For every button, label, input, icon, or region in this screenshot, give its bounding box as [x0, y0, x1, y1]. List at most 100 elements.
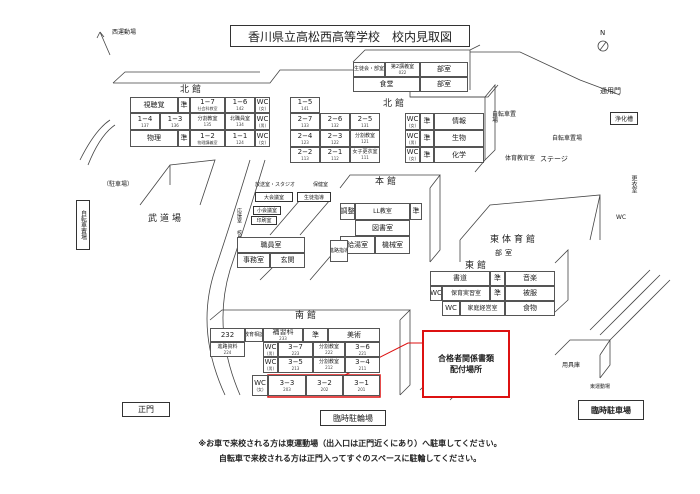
printing-room: 印刷室: [251, 216, 277, 225]
room-name: 進路指導: [330, 247, 347, 254]
room-name: 1−1: [232, 131, 248, 140]
east-gym-label: 東体育館: [490, 235, 539, 245]
notice-line-1: 合格者関係書類: [438, 354, 494, 363]
room-name: 2−2: [297, 148, 313, 156]
room-number: 211: [358, 366, 367, 371]
room-32: 準: [420, 147, 434, 163]
compass-north-label: N: [600, 29, 606, 37]
room-number: 111: [361, 155, 369, 160]
room-name: 1−4: [137, 114, 153, 123]
gym-club-room-label: 部室: [495, 249, 515, 257]
room-46: 事務室: [237, 253, 270, 268]
room-number: 物理講義室: [197, 139, 218, 145]
room-54: 準: [490, 286, 505, 301]
room-name: 北職員室: [229, 115, 250, 122]
main-hall-label: 本館: [375, 177, 400, 187]
room-number: 224: [223, 349, 232, 355]
guidance-room: 生徒指導: [297, 192, 331, 202]
room-name: 部室: [437, 65, 451, 73]
room-number: 213: [291, 366, 300, 371]
room-number: (女): [258, 139, 267, 145]
room-name: WC: [254, 378, 266, 387]
room-number: 122: [331, 139, 339, 145]
room-number: (女): [258, 106, 267, 111]
room-name: 視聴覚: [143, 100, 165, 109]
room-name: WC: [406, 131, 419, 140]
room-name: 玄関: [280, 256, 295, 264]
room-4: WC(女): [255, 97, 270, 113]
room-11: 準: [178, 130, 190, 147]
room-name: 職員室: [260, 240, 282, 249]
room-name: 図書室: [372, 223, 393, 232]
room-name: WC: [256, 98, 269, 106]
room-name: 分割教室: [354, 132, 375, 139]
room-name: 1−7: [200, 98, 215, 106]
room-34: 生徒会・部室: [353, 62, 385, 77]
room-number: 123: [301, 139, 309, 145]
room-name: 3−7: [288, 342, 303, 351]
room-name: 食物: [523, 304, 537, 312]
room-name: 美術: [347, 330, 361, 339]
north-hall-east-label: 北館: [383, 99, 408, 109]
room-name: 準: [312, 330, 319, 339]
budojo-label: 武道場: [148, 214, 185, 224]
room-52: WC: [430, 286, 442, 301]
room-name: 事務室: [243, 256, 264, 264]
room-26: 準: [420, 113, 434, 130]
room-30: 生物: [434, 130, 484, 147]
temp-bike-parking-label: 臨時駐輪場: [320, 410, 386, 426]
room-name: 1−2: [200, 131, 215, 140]
room-name: WC: [264, 358, 277, 366]
room-name: 調整: [340, 207, 355, 215]
room-name: 分割教室: [197, 115, 218, 122]
room-name: 準: [423, 134, 431, 142]
room-name: 音楽: [523, 274, 537, 282]
room-28: WC(男): [405, 130, 420, 147]
stage-label: ステージ: [540, 155, 568, 163]
room-44: 機械室: [375, 236, 410, 254]
septic-tank: 浄化槽: [610, 112, 638, 125]
nurse-room-label: 保健室: [313, 182, 329, 188]
room-38: 部室: [420, 77, 468, 92]
room-name: 2−5: [357, 114, 373, 123]
room-name: 準: [412, 207, 420, 215]
west-field-label: 西運動場: [112, 29, 137, 36]
room-number: 142: [236, 106, 244, 111]
room-45: 職員室: [237, 237, 305, 253]
room-name: 準: [423, 150, 431, 159]
room-39: 調整: [340, 203, 355, 220]
room-name: 2−7: [297, 114, 313, 123]
room-number: 113: [301, 156, 309, 161]
room-number: 121: [361, 138, 369, 144]
room-name: 進路資料: [217, 343, 238, 350]
room-40: LL教室: [355, 203, 410, 220]
footnote-bicycle: 自転車で来校される方は正門入ってすぐのスペースに駐輪してください。: [218, 454, 482, 463]
room-name: WC: [406, 148, 419, 156]
room-number: (男): [258, 122, 267, 128]
room-name: 1−5: [297, 98, 313, 106]
room-name: WC: [430, 289, 442, 297]
room-9: WC(男): [255, 113, 270, 130]
room-name: 分割教室: [318, 359, 339, 365]
room-name: WC: [256, 131, 269, 140]
room-33: 化学: [434, 147, 484, 163]
room-0: 視聴覚: [130, 97, 178, 113]
parking-label: （駐車場）: [103, 181, 134, 188]
